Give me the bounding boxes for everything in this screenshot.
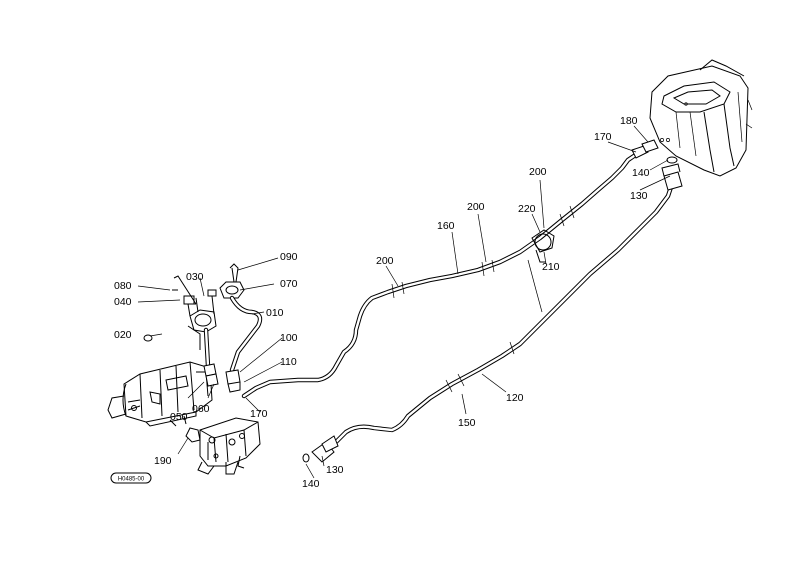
callout-100: 100: [280, 332, 298, 344]
clamp: [531, 229, 555, 263]
reference-code: H0485-00: [118, 477, 145, 483]
callout-180: 180: [620, 115, 638, 127]
callout-040: 040: [114, 296, 132, 308]
callout-140-lower: 140: [302, 478, 320, 490]
callout-070: 070: [280, 278, 298, 290]
callout-020: 020: [114, 329, 132, 341]
callout-060: 060: [192, 403, 210, 415]
callout-200-right: 200: [529, 166, 547, 178]
callout-110: 110: [280, 356, 297, 368]
return-pipe: [241, 138, 664, 399]
callout-160: 160: [437, 220, 455, 232]
callout-190: 190: [154, 455, 172, 467]
hydraulic-pump: [107, 361, 213, 427]
reference-code-badge: H0485-00: [110, 472, 152, 484]
callout-140-upper: 140: [632, 167, 650, 179]
callout-130-upper: 130: [630, 190, 648, 202]
callout-150: 150: [458, 417, 476, 429]
callout-030: 030: [186, 271, 204, 283]
callout-220: 220: [518, 203, 536, 215]
supply-pipe: [302, 156, 683, 463]
callout-050: 050: [170, 411, 188, 423]
callout-010: 010: [266, 307, 284, 319]
callout-170-upper: 170: [594, 131, 612, 143]
callout-120: 120: [506, 392, 524, 404]
callout-130-lower: 130: [326, 464, 344, 476]
callout-090: 090: [280, 251, 298, 263]
control-valve: [185, 417, 261, 475]
pipe-routing-line: [527, 259, 543, 313]
callout-200-middle: 200: [467, 201, 485, 213]
callout-200-left: 200: [376, 255, 394, 267]
leader-lines: [137, 125, 671, 479]
callout-210: 210: [542, 261, 560, 273]
callout-170-lower: 170: [250, 408, 268, 420]
callout-080: 080: [114, 280, 132, 292]
hydraulic-tank: [649, 59, 753, 177]
suction-hose-assembly: [143, 263, 263, 393]
